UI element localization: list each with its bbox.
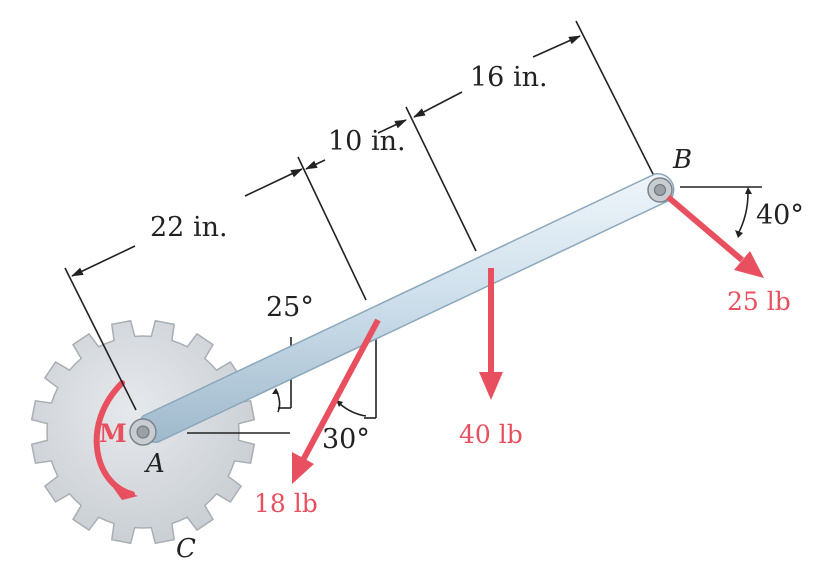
angle-30: 30° (322, 424, 370, 455)
force-18lb-arrow (292, 318, 381, 484)
dimension-lines (64, 20, 762, 434)
dim-22in: 22 in. (150, 212, 228, 243)
moment-label: M (99, 419, 127, 448)
force-40lb-arrow (479, 268, 503, 400)
point-a-label: A (144, 449, 165, 479)
dim-10in: 10 in. (328, 126, 406, 157)
dim-16in: 16 in. (470, 62, 548, 93)
angle-arcs (272, 187, 752, 417)
force-25lb-arrow (666, 194, 764, 278)
force-40lb-label: 40 lb (459, 420, 523, 449)
force-25lb-label: 25 lb (727, 287, 791, 316)
point-c-label: C (176, 534, 196, 564)
force-18lb-label: 18 lb (254, 489, 318, 518)
angle-40: 40° (756, 200, 804, 231)
moment-arrow (93, 380, 138, 500)
point-b-label: B (672, 145, 692, 175)
angle-25: 25° (266, 292, 314, 323)
